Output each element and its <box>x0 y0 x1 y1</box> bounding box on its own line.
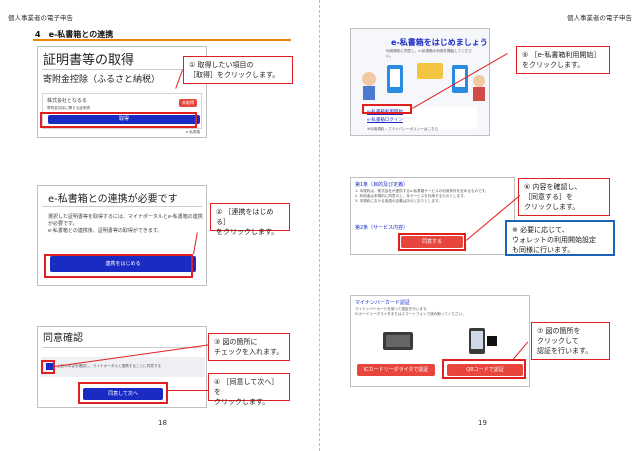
screen-body: 選択した証明書等を取得するには、マイナポータルとe-私書箱の連携が必要です。 e… <box>48 214 203 234</box>
left-page: 個人事業者の電子申告 4 e-私書箱との連携 証明書等の取得 寄附金控除（ふるさ… <box>8 14 293 427</box>
highlight-start-link <box>362 104 412 114</box>
callout-step-6: ⑥ 内容を確認し、 ［同意する］を クリックします。 <box>518 178 610 216</box>
consent-text: 上記の内容を確認し、マイナポータルと連携することに同意する <box>57 364 162 368</box>
screen-title: 証明書等の取得 <box>43 53 135 68</box>
login-link[interactable]: e-私書箱ログイン <box>367 118 403 123</box>
agree-next-button[interactable]: 同意して次へ <box>83 388 163 400</box>
screenshot-terms: 第1条（目的及び定義） 1. 本規約は、株式会社が提供するe-私書箱サービスの利… <box>350 177 515 255</box>
screen-intro: 利用規約に同意し、e-私書箱の利用を開始してください。 <box>386 49 472 58</box>
certificate-card: 株式会社となるる 寄附金控除に関する証明書 未取得 <box>42 93 202 129</box>
screenshot-consent: 同意確認 上記の内容を確認し、マイナポータルと連携することに同意する 同意して次… <box>37 326 207 408</box>
qr-auth-button[interactable]: QRコードで認証 <box>447 364 523 376</box>
right-page: 個人事業者の電子申告 e-私書箱をはじめましょう 利用規約に同意し、e-私書箱の… <box>320 0 640 451</box>
highlight-agree-button <box>78 382 168 404</box>
footer-label: e-私書箱 <box>185 130 200 134</box>
ic-reader-auth-button[interactable]: ICカードリーダライタで認証 <box>357 364 435 376</box>
callout-note: ※ 必要に応じて、 ウォレットの利用開始設定 も同様に行います。 <box>505 220 615 256</box>
callout-step-7: ⑦ 図の箇所を クリックして 認証を行います。 <box>531 322 610 360</box>
callout-step-3: ③ 図の箇所に チェックを入れます。 <box>208 333 290 361</box>
start-link-button[interactable]: 連携をはじめる <box>50 256 196 272</box>
screen-title: e-私書箱との連携が必要です <box>48 194 178 205</box>
callout-step-1: ① 取得したい項目の ［取得］をクリックします。 <box>183 56 293 84</box>
illustration-phones <box>362 63 485 101</box>
screenshot-link-required: e-私書箱との連携が必要です 選択した証明書等を取得するには、マイナポータルとe… <box>37 185 207 286</box>
page-header: 個人事業者の電子申告 <box>8 14 73 22</box>
section-title: 4 e-私書箱との連携 <box>33 29 291 41</box>
page-number: 18 <box>158 419 167 427</box>
certificate-name: 寄附金控除に関する証明書 <box>47 106 91 110</box>
get-button[interactable]: 取得 <box>48 115 200 124</box>
agree-button[interactable]: 同意する <box>401 236 463 248</box>
callout-step-2: ② ［連携をはじめる］ をクリックします。 <box>210 203 290 236</box>
auth-text: マイナンバーカードを使って認証を行います。 ICカードリーダライタまたはスマート… <box>355 307 466 316</box>
page-number: 19 <box>478 419 487 427</box>
highlight-checkbox <box>41 360 55 374</box>
highlight-get-button <box>40 112 197 128</box>
callout-step-4: ④ ［同意して次へ］を クリックします。 <box>208 373 290 406</box>
terms-title: 第1条（目的及び定義） <box>355 182 409 188</box>
highlight-qr-button <box>442 359 526 379</box>
screenshot-certificate-list: 証明書等の取得 寄附金控除（ふるさと納税） 株式会社となるる 寄附金控除に関する… <box>37 46 207 138</box>
screen-title: e-私書箱をはじめましょう <box>391 38 488 47</box>
smartphone-qr-icon <box>469 328 497 354</box>
leader-line <box>168 390 208 391</box>
terms-footer: 第2条（サービス内容） <box>355 225 409 231</box>
card-reader-icon <box>383 332 413 350</box>
terms-text: 1. 本規約は、株式会社が提供するe-私書箱サービスの利用条件を定めるものです。… <box>355 189 489 203</box>
highlight-agree-button <box>398 233 466 251</box>
screenshot-mynumber-auth: マイナンバーカード認証 マイナンバーカードを使って認証を行います。 ICカードリ… <box>350 295 530 387</box>
screenshot-eshishobako-start: e-私書箱をはじめましょう 利用規約に同意し、e-私書箱の利用を開始してください… <box>350 28 490 136</box>
callout-step-5: ⑤ ［e-私書箱利用開始］ をクリックします。 <box>516 46 610 74</box>
screen-subtitle: 寄附金控除（ふるさと納税） <box>43 75 161 85</box>
policy-note: ※利用規約・プライバシーポリシーはこちら <box>367 127 439 131</box>
screen-title: 同意確認 <box>43 333 83 344</box>
page-header: 個人事業者の電子申告 <box>567 14 632 22</box>
consent-checkbox[interactable] <box>46 363 53 370</box>
highlight-start-link <box>44 254 193 278</box>
auth-title: マイナンバーカード認証 <box>355 300 410 306</box>
issuer-name: 株式会社となるる <box>47 98 87 104</box>
page-spine <box>319 0 320 451</box>
status-badge: 未取得 <box>179 99 197 107</box>
